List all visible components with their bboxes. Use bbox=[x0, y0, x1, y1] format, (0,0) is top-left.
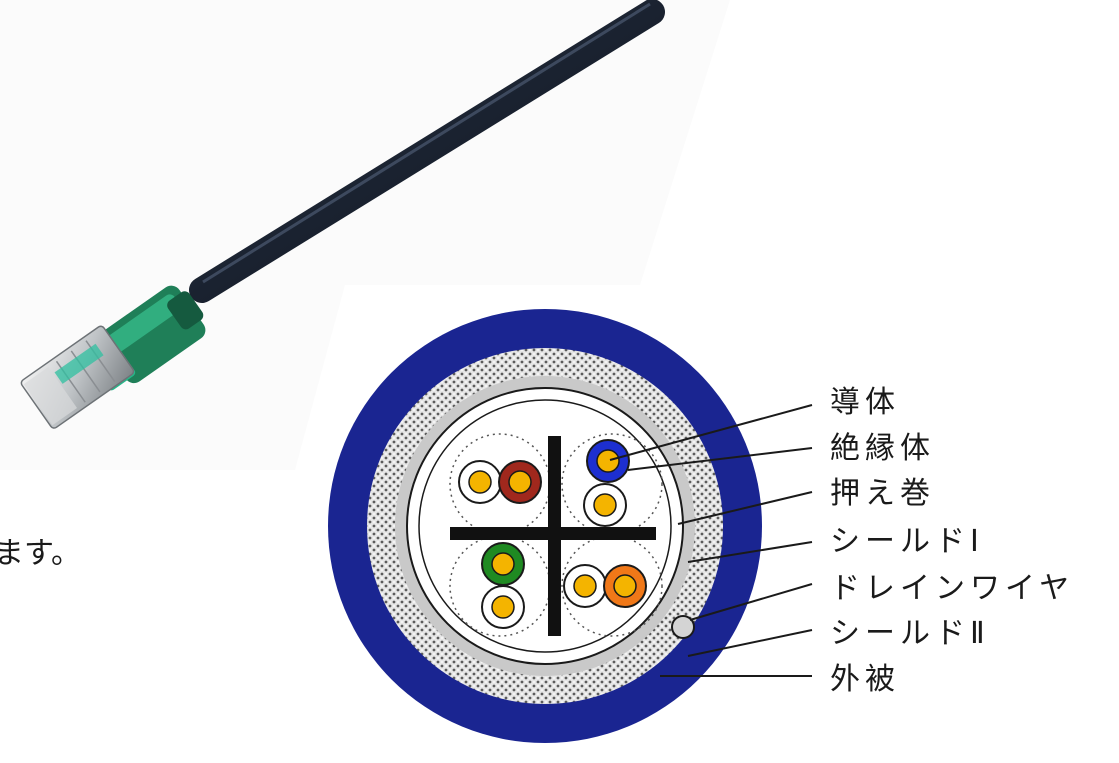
label-outer-jacket: 外被 bbox=[830, 662, 900, 697]
pair-blue bbox=[583, 439, 630, 527]
inner-core bbox=[418, 399, 672, 653]
leader-lines bbox=[609, 404, 813, 677]
leader-conductor bbox=[609, 404, 813, 461]
leader-shield-1 bbox=[687, 541, 813, 563]
label-drain-wire: ドレインワイヤ bbox=[830, 571, 1074, 606]
leader-binder bbox=[677, 491, 813, 525]
leader-insulation bbox=[627, 447, 813, 471]
pair-brown bbox=[458, 460, 542, 504]
label-binder-tape: 押え巻 bbox=[830, 476, 935, 511]
leader-shield-2 bbox=[687, 629, 813, 657]
cross-separator-vertical bbox=[548, 436, 561, 636]
label-insulation: 絶縁体 bbox=[830, 431, 935, 466]
cable-jacket bbox=[189, 0, 665, 303]
drain-wire bbox=[671, 615, 695, 639]
label-shield-2: シールドⅡ bbox=[830, 616, 990, 651]
rj45-plug bbox=[20, 325, 135, 429]
leader-drain bbox=[689, 583, 813, 621]
label-conductor: 導体 bbox=[830, 385, 900, 420]
text-fragment: ます。 bbox=[0, 536, 81, 571]
lan-cable-photo bbox=[0, 0, 730, 470]
pair-orange bbox=[563, 564, 647, 608]
cable-cross-section: 導体 絶縁体 押え巻 シールドⅠ ドレインワイヤ シールドⅡ 外被 bbox=[328, 309, 1074, 743]
cable-highlight bbox=[202, 2, 651, 284]
pair-green bbox=[481, 542, 525, 629]
photo-background bbox=[0, 0, 730, 470]
label-shield-1: シールドⅠ bbox=[830, 524, 984, 559]
